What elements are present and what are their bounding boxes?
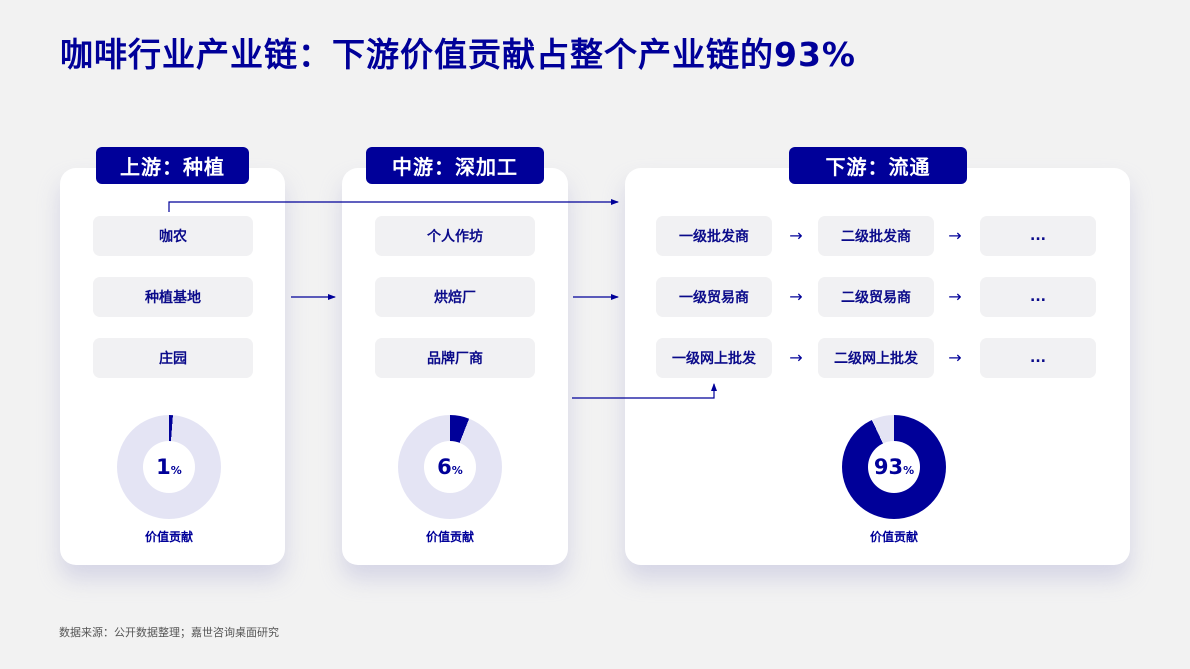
downstream-item: 二级网上批发 — [818, 338, 934, 378]
downstream-item: ... — [980, 277, 1096, 317]
downstream-item: 一级批发商 — [656, 216, 772, 256]
donut-center: 6% — [424, 441, 476, 493]
data-source-note: 数据来源：公开数据整理；嘉世咨询桌面研究 — [59, 626, 279, 639]
downstream-item: 二级贸易商 — [818, 277, 934, 317]
midstream-donut-label: 价值贡献 — [425, 530, 474, 544]
percent-sign: % — [170, 463, 182, 477]
arrow-right-icon: → — [948, 348, 962, 367]
downstream-item: 一级贸易商 — [656, 277, 772, 317]
midstream-donut-chart: 6% — [398, 415, 502, 519]
arrow-right-icon: → — [789, 226, 803, 245]
donut-center: 1% — [143, 441, 195, 493]
arrow-right-icon: → — [789, 287, 803, 306]
upstream-item: 咖农 — [93, 216, 253, 256]
arrow-right-icon: → — [948, 287, 962, 306]
midstream-item: 烘焙厂 — [375, 277, 535, 317]
upstream-donut-label: 价值贡献 — [144, 530, 193, 544]
page-title: 咖啡行业产业链：下游价值贡献占整个产业链的93% — [60, 35, 856, 74]
downstream-item: 二级批发商 — [818, 216, 934, 256]
downstream-percent-value: 93 — [873, 455, 904, 479]
percent-sign: % — [451, 463, 463, 477]
arrow-right-icon: → — [948, 226, 962, 245]
midstream-percent-value: 6 — [437, 455, 452, 479]
downstream-badge: 下游：流通 — [789, 147, 967, 184]
downstream-item: 一级网上批发 — [656, 338, 772, 378]
percent-sign: % — [903, 463, 915, 477]
midstream-item: 品牌厂商 — [375, 338, 535, 378]
downstream-item: ... — [980, 216, 1096, 256]
upstream-item: 种植基地 — [93, 277, 253, 317]
upstream-donut-chart: 1% — [117, 415, 221, 519]
downstream-donut-label: 价值贡献 — [869, 530, 918, 544]
downstream-item: ... — [980, 338, 1096, 378]
midstream-badge: 中游：深加工 — [366, 147, 544, 184]
arrow-right-icon: → — [789, 348, 803, 367]
upstream-item: 庄园 — [93, 338, 253, 378]
donut-center: 93% — [868, 441, 920, 493]
upstream-badge: 上游：种植 — [96, 147, 249, 184]
upstream-percent-value: 1 — [156, 455, 171, 479]
downstream-donut-chart: 93% — [842, 415, 946, 519]
midstream-item: 个人作坊 — [375, 216, 535, 256]
